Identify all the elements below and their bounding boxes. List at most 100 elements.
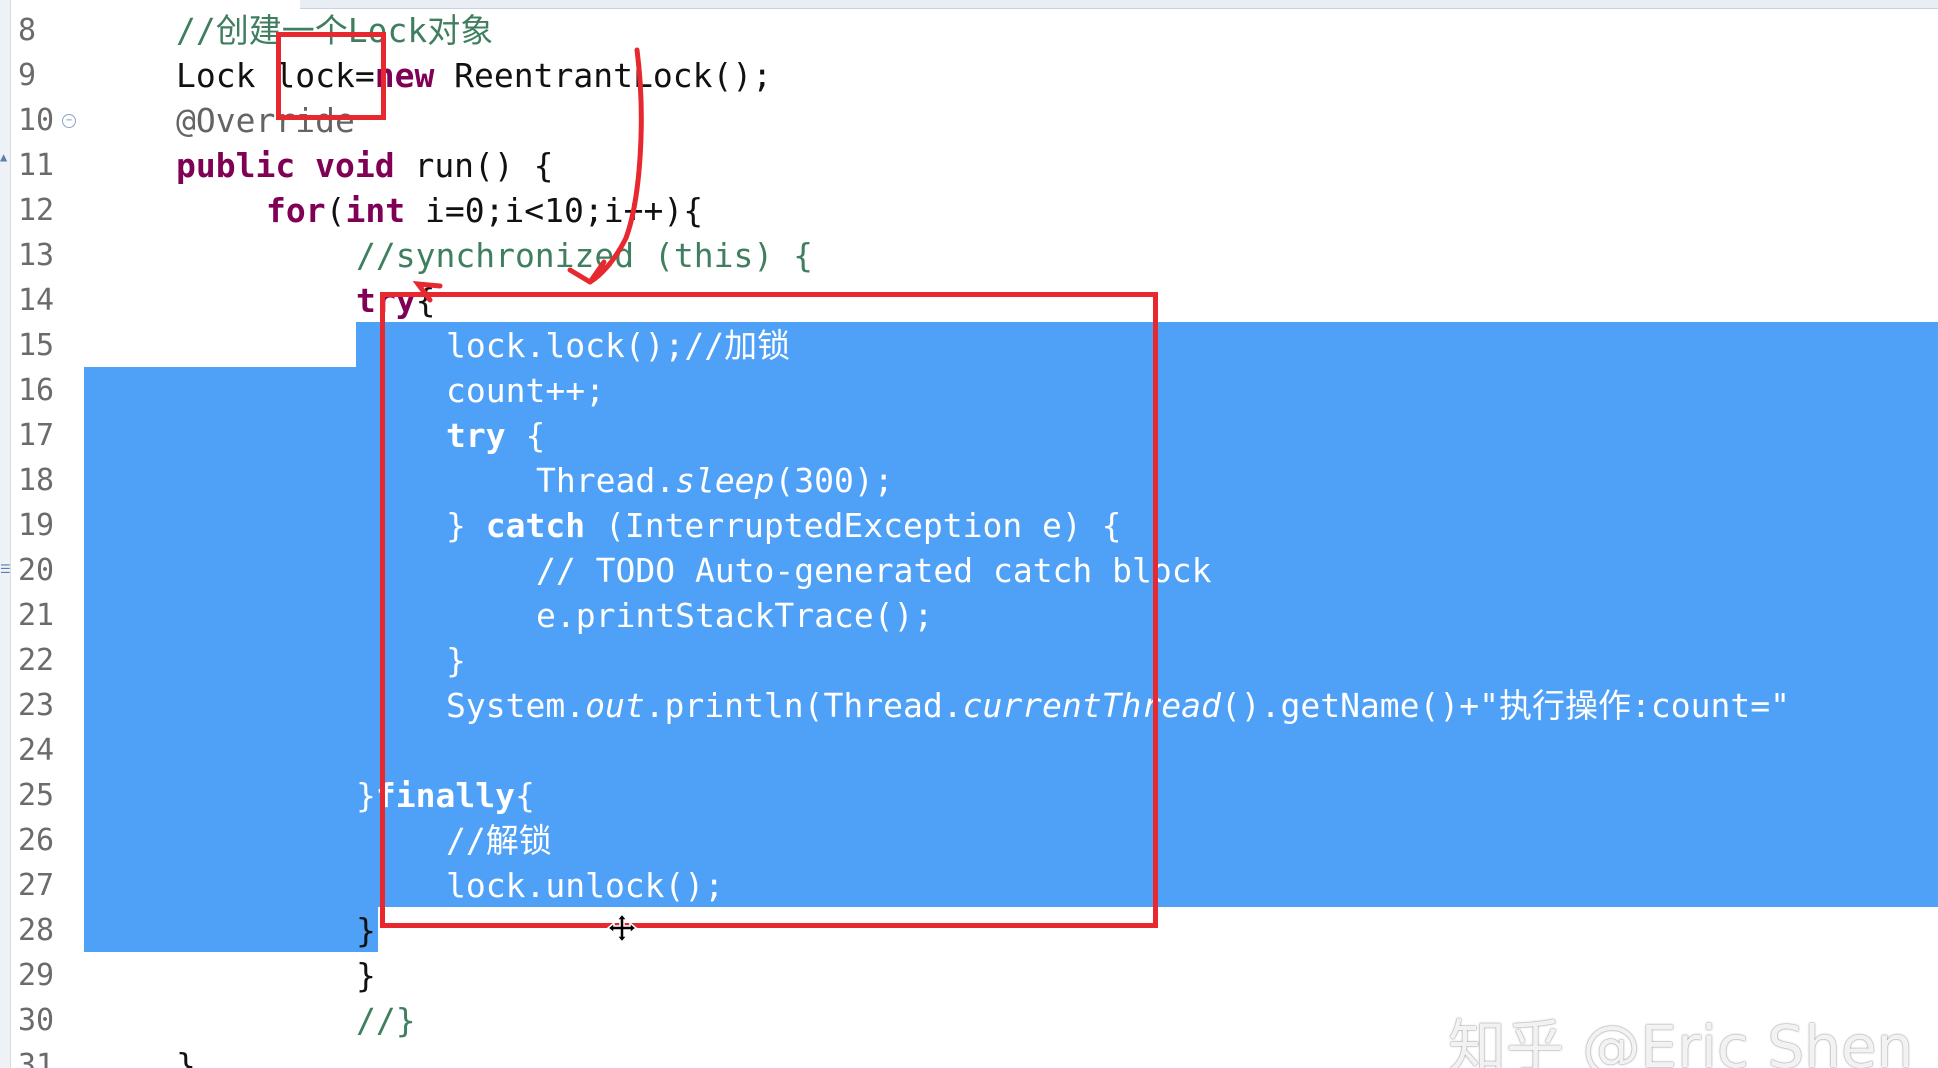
code-text: } catch (InterruptedException e) { — [446, 503, 1122, 548]
selection-line-28 — [84, 907, 378, 952]
line-number: 22 — [18, 643, 55, 678]
code-token: catch — [485, 506, 586, 545]
line-number-gutter — [0, 0, 84, 1068]
code-text: lock.lock();//加锁 — [446, 323, 790, 368]
code-line[interactable]: 29} — [0, 953, 1938, 998]
line-number: 20 — [18, 553, 55, 588]
code-text: //创建一个Lock对象 — [176, 8, 493, 53]
code-line[interactable]: 19} catch (InterruptedException e) { — [0, 503, 1938, 548]
code-text: count++; — [446, 368, 605, 413]
code-token: } — [176, 1046, 196, 1068]
code-line[interactable]: 15 lock.lock();//加锁 — [0, 323, 1938, 368]
code-text: //} — [356, 998, 416, 1043]
task-marker-icon: ☰ — [0, 562, 11, 576]
code-line[interactable]: 21 e.printStackTrace(); — [0, 593, 1938, 638]
code-token: //synchronized (this) { — [356, 236, 813, 275]
code-line[interactable]: 20 // TODO Auto-generated catch block — [0, 548, 1938, 593]
code-text: } — [176, 1043, 196, 1068]
code-token: ReentrantLock(); — [434, 56, 773, 95]
line-number: 24 — [18, 733, 55, 768]
code-text: }finally{ — [356, 773, 535, 818]
code-token: try — [356, 281, 416, 320]
code-line[interactable]: 13 //synchronized (this) { — [0, 233, 1938, 278]
line-number: 12 — [18, 193, 55, 228]
code-line[interactable]: 16 count++; — [0, 368, 1938, 413]
editor-top-strip — [300, 0, 1938, 9]
selection-block — [84, 367, 1938, 907]
code-line[interactable]: 30 //} — [0, 998, 1938, 1043]
code-line[interactable]: 24 — [0, 728, 1938, 773]
code-token: out — [585, 686, 645, 725]
line-number: 30 — [18, 1003, 55, 1038]
line-number: 29 — [18, 958, 55, 993]
code-line[interactable]: 10 @Override — [0, 98, 1938, 143]
line-number: 14 — [18, 283, 55, 318]
code-line[interactable]: 31} — [0, 1043, 1938, 1068]
code-token: } — [446, 641, 466, 680]
line-number: 16 — [18, 373, 55, 408]
code-text: } — [446, 638, 466, 683]
code-text: } — [356, 953, 376, 998]
code-token: lock — [275, 56, 355, 95]
code-token: //} — [356, 1001, 416, 1040]
code-token: Lock — [176, 56, 276, 95]
code-token: Thread. — [536, 461, 676, 500]
code-token: } — [356, 956, 376, 995]
line-number: 31 — [18, 1048, 55, 1068]
code-token: public — [176, 146, 296, 185]
code-token: = — [354, 56, 375, 95]
code-token: { — [505, 416, 546, 455]
line-number: 13 — [18, 238, 55, 273]
override-marker-icon: ▲ — [0, 150, 8, 164]
code-token: } — [356, 776, 376, 815]
code-token: // TODO Auto-generated catch block — [536, 551, 1212, 590]
annotation-box-try-block — [380, 292, 1158, 928]
line-number: 18 — [18, 463, 55, 498]
line-number: 21 — [18, 598, 55, 633]
watermark: 知乎 @Eric Shen — [1448, 1013, 1914, 1068]
line-number: 25 — [18, 778, 55, 813]
code-text: //解锁 — [446, 818, 552, 863]
code-token: lock.unlock(); — [446, 866, 725, 905]
code-token: ().getName()+"执行操作:count=" — [1220, 686, 1790, 725]
line-number: 28 — [18, 913, 55, 948]
code-line[interactable]: 22} — [0, 638, 1938, 683]
code-text: lock.unlock(); — [446, 863, 724, 908]
code-text: e.printStackTrace(); — [536, 593, 933, 638]
code-token: (InterruptedException e) { — [585, 506, 1122, 545]
code-token: currentThread — [962, 686, 1221, 725]
code-token: } — [356, 911, 376, 950]
code-token: .println(Thread. — [644, 686, 963, 725]
gutter-edge — [0, 0, 11, 1068]
code-line[interactable]: 26 //解锁 — [0, 818, 1938, 863]
code-line[interactable]: 28} — [0, 908, 1938, 953]
code-token: (300); — [774, 461, 894, 500]
code-text: } — [356, 908, 376, 953]
line-number: 15 — [18, 328, 55, 363]
code-line[interactable]: 8 //创建一个Lock对象 — [0, 8, 1938, 53]
line-number: 8 — [18, 13, 37, 48]
code-text: System.out.println(Thread.currentThread(… — [446, 683, 1790, 728]
code-text: public void run() { — [176, 143, 554, 188]
code-token: @Override — [176, 101, 355, 140]
code-token: finally — [375, 776, 515, 815]
code-token: ( — [325, 191, 346, 230]
code-text: //synchronized (this) { — [356, 233, 813, 278]
code-token: run() { — [394, 146, 554, 185]
code-line[interactable]: 25 }finally{ — [0, 773, 1938, 818]
code-text: try { — [446, 413, 545, 458]
code-line[interactable]: 23 System.out.println(Thread.currentThrea… — [0, 683, 1938, 728]
line-number: 23 — [18, 688, 55, 723]
line-number: 26 — [18, 823, 55, 858]
code-token: //创建一个Lock对象 — [176, 11, 494, 50]
line-number: 10 — [18, 103, 55, 138]
fold-minus-icon[interactable]: − — [62, 114, 76, 128]
